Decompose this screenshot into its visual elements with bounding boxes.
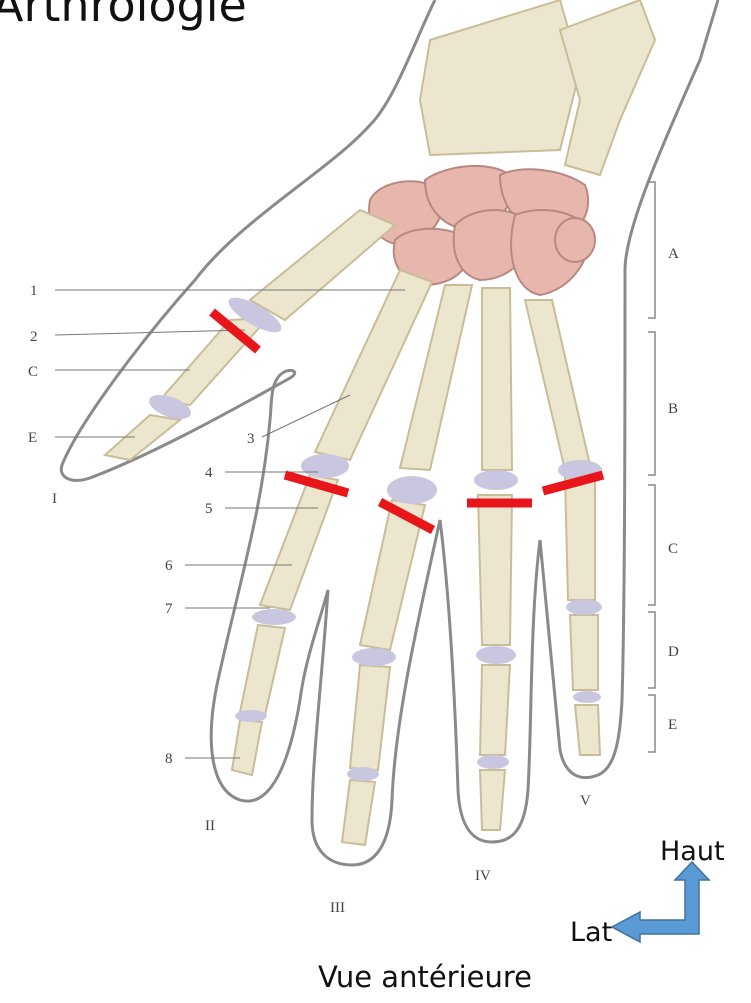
label-c: C <box>28 364 38 380</box>
label-4: 4 <box>205 465 213 481</box>
label-8: 8 <box>165 751 173 767</box>
label-5: 5 <box>205 501 213 517</box>
view-caption: Vue antérieure <box>318 960 532 994</box>
label-3: 3 <box>247 431 255 447</box>
label-e: E <box>28 430 37 446</box>
phalanx-bones <box>232 475 600 845</box>
label-7: 7 <box>165 601 173 617</box>
finger-label-iv: IV <box>475 868 491 884</box>
finger-label-v: V <box>580 793 591 809</box>
finger-label-iii: III <box>330 900 345 916</box>
metacarpal-bones <box>315 270 590 470</box>
label-2: 2 <box>30 329 38 345</box>
orientation-lateral-label: Lat <box>570 917 612 948</box>
bracket-label-b: B <box>668 401 678 417</box>
bracket-label-a: A <box>668 246 679 262</box>
orientation-arrow <box>612 862 709 942</box>
finger-label-i: I <box>52 491 57 507</box>
label-1: 1 <box>30 283 38 299</box>
right-brackets <box>648 182 655 752</box>
finger-label-ii: II <box>205 818 215 834</box>
bracket-label-c: C <box>668 541 678 557</box>
bracket-labels: A B C D E <box>668 246 679 733</box>
radius-bone <box>420 0 580 155</box>
orientation-up-label: Haut <box>660 836 725 867</box>
label-6: 6 <box>165 558 173 574</box>
bracket-label-e: E <box>668 717 677 733</box>
bracket-label-d: D <box>668 644 679 660</box>
